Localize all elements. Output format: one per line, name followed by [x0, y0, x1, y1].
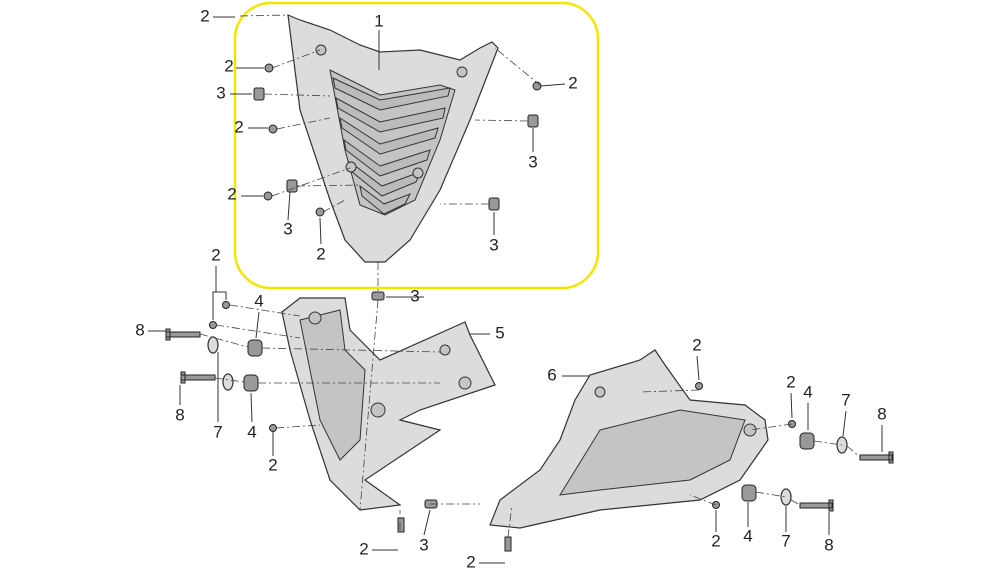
callout-2: 2 [224, 56, 233, 75]
screw-icon [397, 517, 405, 533]
clip-icon [253, 87, 265, 101]
callout-8: 8 [824, 535, 833, 554]
callout-3: 3 [216, 83, 225, 102]
callout-4: 4 [803, 382, 812, 401]
callout-6: 6 [547, 365, 556, 384]
screw-icon [222, 301, 230, 309]
callout-2: 2 [786, 372, 795, 391]
callout-2: 2 [692, 335, 701, 354]
washer-icon [222, 373, 234, 391]
screw-icon [269, 424, 277, 432]
callout-3: 3 [410, 286, 419, 305]
leader-lines [148, 14, 883, 564]
callout-2: 2 [200, 6, 209, 25]
screw-icon [315, 207, 325, 217]
grommet-icon [243, 374, 259, 392]
part-1-front-grille[interactable] [287, 14, 499, 263]
callout-1: 1 [374, 11, 383, 30]
grommet-icon [799, 432, 815, 450]
callout-3: 3 [419, 535, 428, 554]
clip-icon [527, 114, 539, 128]
callout-2: 2 [268, 455, 277, 474]
callout-2: 2 [466, 552, 475, 571]
callout-labels: 2 1 2 3 2 2 3 2 3 2 3 2 3 4 8 5 2 6 8 7 … [135, 6, 886, 571]
bolt-icon [859, 451, 894, 464]
callout-4: 4 [743, 526, 752, 545]
screw-icon [209, 321, 217, 329]
washer-icon [780, 488, 792, 506]
callout-5: 5 [495, 323, 504, 342]
callout-2: 2 [211, 245, 220, 264]
screw-icon [264, 63, 274, 73]
callout-4: 4 [247, 422, 256, 441]
callout-4: 4 [254, 291, 263, 310]
screw-icon [695, 382, 703, 390]
screw-icon [268, 124, 278, 134]
callout-8: 8 [135, 320, 144, 339]
callout-2: 2 [568, 73, 577, 92]
grommet-icon [247, 339, 263, 357]
callout-3: 3 [489, 235, 498, 254]
screw-icon [263, 191, 273, 201]
callout-2: 2 [711, 531, 720, 550]
callout-2: 2 [359, 539, 368, 558]
bolt-icon [799, 499, 834, 512]
callout-8: 8 [175, 405, 184, 424]
clip-icon [371, 291, 385, 301]
callout-3: 3 [283, 219, 292, 238]
part-6-right-lower-cover[interactable] [489, 349, 769, 529]
callout-2: 2 [227, 184, 236, 203]
callout-3: 3 [528, 152, 537, 171]
screw-icon [504, 536, 512, 552]
washer-icon [207, 336, 219, 354]
bolt-icon [165, 328, 201, 341]
callout-7: 7 [213, 422, 222, 441]
bolt-icon [180, 371, 216, 384]
highlight-box-part-1 [233, 1, 600, 290]
callout-2: 2 [316, 244, 325, 263]
part-5-left-lower-cover[interactable] [281, 297, 496, 511]
callout-7: 7 [841, 390, 850, 409]
callout-2: 2 [234, 117, 243, 136]
callout-8: 8 [877, 404, 886, 423]
grommet-icon [741, 484, 757, 502]
callout-7: 7 [781, 531, 790, 550]
clip-icon [488, 197, 500, 211]
